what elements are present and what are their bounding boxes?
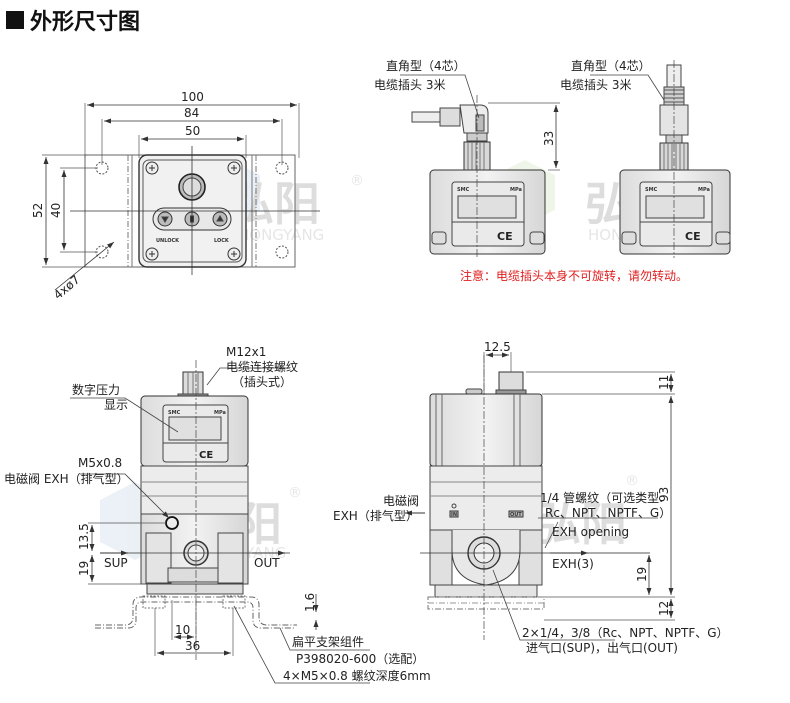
dim-36: 36	[185, 639, 200, 653]
bracket-label: 扁平支架组件	[292, 635, 364, 649]
dim-100: 100	[181, 90, 204, 104]
dim-12: 12	[657, 601, 671, 616]
dim-52: 52	[31, 203, 45, 218]
dim-84: 84	[184, 106, 199, 120]
triangle-down-icon	[161, 216, 169, 223]
m12-label: M12x1	[226, 345, 266, 359]
side-view-labels: 12.5 11 93 19 12 电磁阀 EXH（排气型） 1/4 管螺纹（可选…	[168, 340, 729, 655]
page-title: 外形尺寸图	[6, 4, 140, 36]
dim-11: 11	[657, 375, 671, 390]
ce-mark-front: CE	[199, 450, 213, 461]
top-view	[42, 102, 320, 291]
dim-12-5: 12.5	[484, 340, 511, 354]
brand-label-2: SMC	[645, 187, 658, 193]
warning-text: 注意：电缆插头本身不可旋转，请勿转动。	[460, 268, 688, 283]
exh-port	[165, 516, 179, 530]
page-title-text: 外形尺寸图	[30, 10, 141, 35]
m5-label: M5x0.8	[78, 456, 122, 470]
watermark-cn-text-4: 弘阳	[535, 497, 627, 551]
dim-33: 33	[542, 131, 556, 146]
ce-mark-1: CE	[497, 230, 513, 243]
dim-93: 93	[657, 487, 671, 502]
front-view	[70, 360, 370, 684]
dim-10: 10	[175, 623, 190, 637]
cable-view-straight	[590, 60, 731, 258]
out-label: OUT	[254, 556, 280, 570]
triangle-up-icon	[216, 215, 224, 222]
exh-opening-label: EXH opening	[552, 525, 629, 539]
display-label-1: 数字压力	[72, 382, 120, 397]
display-label-2: 显示	[104, 398, 128, 412]
cable-2-label-line2: 电缆插头 3米	[560, 78, 631, 92]
brand-label-front: SMC	[168, 410, 181, 416]
corner-screws	[145, 161, 241, 261]
dim-50: 50	[185, 124, 200, 138]
brand-label-1: SMC	[457, 187, 470, 193]
thread-depth-label: 4×M5×0.8 螺纹深度6mm	[283, 668, 431, 683]
side-view	[405, 352, 675, 641]
unit-label-2: MPa	[698, 187, 710, 193]
unit-label-front: MPa	[214, 410, 226, 416]
valve-label-side: 电磁阀	[383, 493, 419, 508]
out-mark: OUT	[510, 512, 522, 518]
sup-label: SUP	[104, 556, 128, 570]
watermark-en-text: HONGYANG	[238, 226, 324, 244]
cable-2-label-line1: 直角型（4芯）	[571, 59, 651, 73]
watermark-reg-3: ®	[288, 485, 302, 501]
cable-thread-label: 电缆连接螺纹	[226, 359, 298, 374]
pipe-thread-label-2: Rc、NPT、NPTF、G）	[545, 506, 671, 520]
dim-1-6: 1.6	[303, 593, 317, 612]
valve-exh-label: 电磁阀 EXH（排气型）	[4, 471, 129, 486]
in-mark: IN	[451, 512, 457, 518]
dim-holes: 4xø7	[51, 272, 83, 302]
title-square-icon	[6, 11, 24, 29]
port-name-label: 进气口(SUP)，出气口(OUT)	[526, 640, 678, 655]
watermark-reg: ®	[350, 173, 364, 189]
unit-label-1: MPa	[510, 187, 522, 193]
exh3-label: EXH(3)	[552, 557, 594, 571]
device-body-side	[429, 393, 543, 467]
cable-1-label-line1: 直角型（4芯）	[386, 59, 466, 73]
cable-view-right-angle	[400, 74, 560, 258]
cable-view-labels: 直角型（4芯） 电缆插头 3米 直角型（4芯） 电缆插头 3米 33 SMC M…	[374, 59, 710, 283]
plug-type-label: （插头式）	[232, 375, 292, 389]
cable-1-label-line2: 电缆插头 3米	[374, 78, 445, 92]
pipe-thread-label-1: 1/4 管螺纹（可选类型:	[540, 490, 663, 505]
watermark-reg-4: ®	[625, 473, 639, 489]
dim-19-side: 19	[635, 567, 649, 582]
dim-19-front: 19	[77, 561, 91, 576]
ce-mark-2: CE	[685, 230, 701, 243]
front-view-labels: M12x1 电缆连接螺纹 （插头式） 数字压力 显示 M5x0.8 电磁阀 EX…	[4, 345, 431, 683]
dim-40: 40	[49, 203, 63, 218]
valve-exh-label-side: EXH（排气型）	[333, 508, 418, 523]
unlock-label: UNLOCK	[156, 238, 180, 244]
bracket-part-no: P398020-600（选配）	[296, 652, 424, 666]
dim-13-5: 13.5	[77, 523, 91, 550]
port-size-label: 2×1/4，3/8（Rc、NPT、NPTF、G）	[522, 626, 729, 640]
lock-label: LOCK	[214, 238, 230, 244]
